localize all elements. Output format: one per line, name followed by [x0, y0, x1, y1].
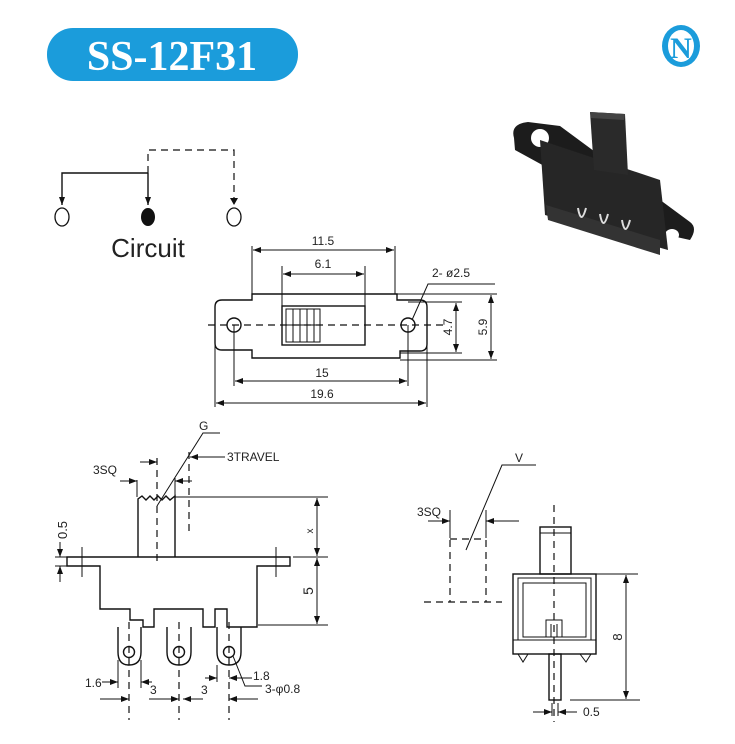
- model-title: SS-12F31: [87, 34, 257, 80]
- model-title-badge: SS-12F31: [47, 28, 298, 81]
- dim-pin-width: 1.6: [85, 676, 102, 690]
- terminal-common-icon: [141, 208, 155, 226]
- dim-holes: 2- ø2.5: [432, 266, 470, 280]
- dim-hole-pitch: 15: [315, 366, 329, 380]
- dim-pin-pitch-left: 3: [150, 683, 157, 697]
- v-label: V: [515, 451, 523, 465]
- side-sq-label: 3SQ: [417, 505, 441, 519]
- top-view: 11.5 6.1 2- ø2.5 4.7 5.9 15 19.6: [208, 234, 497, 407]
- logo-letter: N: [670, 32, 692, 65]
- dim-slot-length: 6.1: [315, 257, 332, 271]
- dim-body-length: 11.5: [312, 234, 335, 248]
- terminal-left-icon: [54, 207, 70, 227]
- g-label: G: [199, 419, 208, 433]
- dim-body-height: 5: [300, 587, 316, 595]
- dim-inner-width: 4.7: [441, 318, 455, 335]
- dim-lever-height: x: [305, 529, 316, 534]
- dim-pin-holes: 3-φ0.8: [265, 682, 300, 696]
- switch-photo: [513, 112, 694, 255]
- dim-pin-thickness: 0.5: [583, 705, 600, 719]
- travel-label: 3TRAVEL: [227, 450, 280, 464]
- circuit-label: Circuit: [111, 233, 185, 263]
- dim-pin-pitch-right: 3: [201, 683, 208, 697]
- dim-overall-length: 19.6: [310, 387, 334, 401]
- dim-height: 8: [610, 633, 625, 640]
- side-view: V 3SQ 8 0.5: [417, 451, 640, 722]
- terminal-right-icon: [226, 207, 242, 227]
- front-sq-label: 3SQ: [93, 463, 117, 477]
- dim-flange-thickness: 0.5: [55, 521, 70, 539]
- brand-logo: N: [662, 25, 700, 67]
- dim-pin-lug: 1.8: [253, 669, 270, 683]
- slider-knob-icon: [285, 308, 321, 343]
- front-view: 3SQ 3TRAVEL G x 5 0.5 1.6 3 3: [55, 419, 328, 720]
- circuit-diagram: Circuit: [54, 149, 242, 263]
- dim-flange-width: 5.9: [476, 318, 490, 335]
